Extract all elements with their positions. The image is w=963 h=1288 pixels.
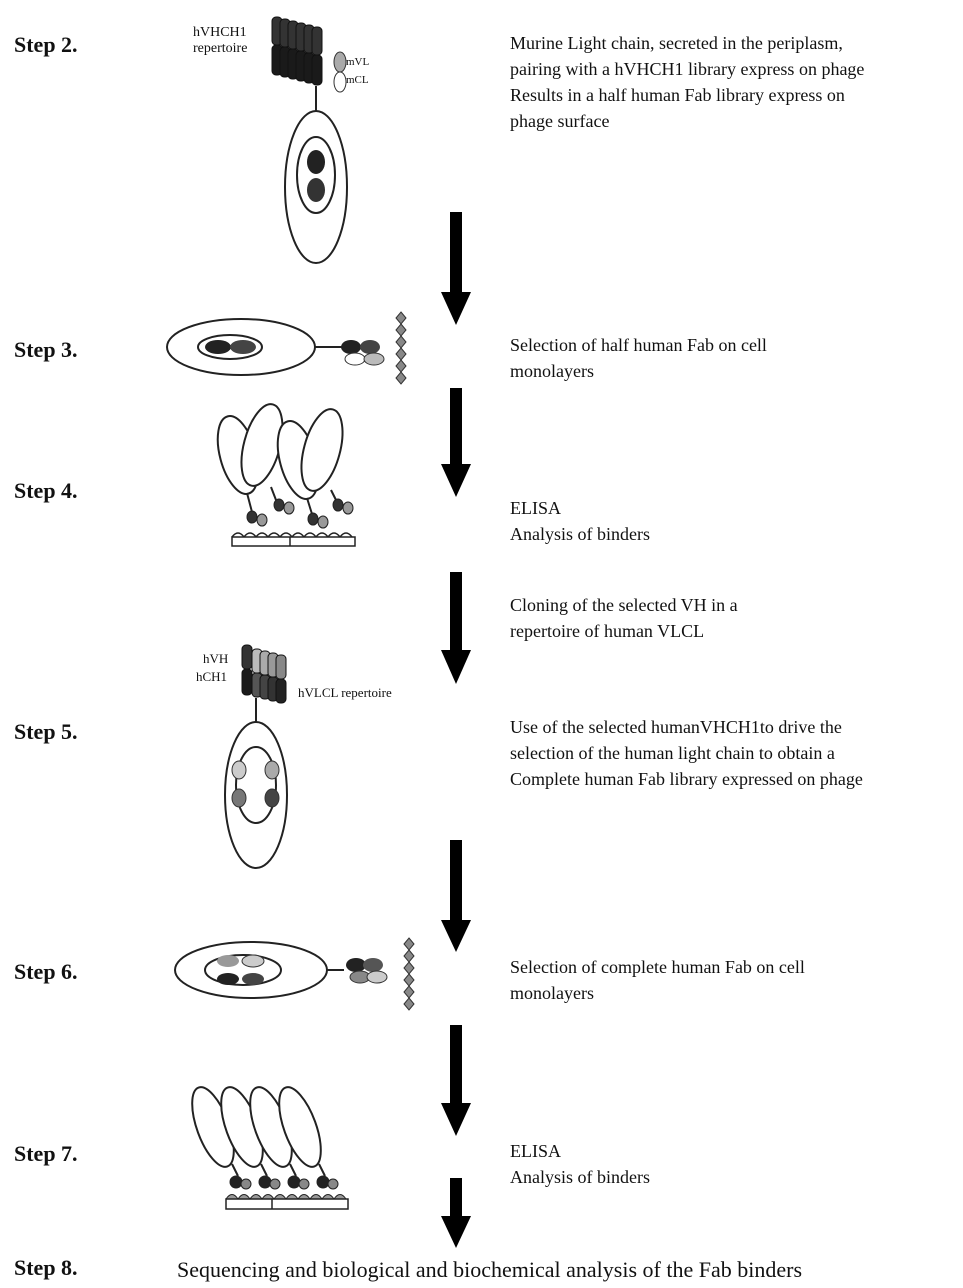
- down-arrow-5: [441, 1025, 471, 1136]
- step-6-phage-icon: [175, 938, 414, 1010]
- down-arrow-6: [441, 1178, 471, 1248]
- step-3-phage-icon: [167, 312, 406, 384]
- step-2-phage-icon: [272, 17, 347, 263]
- down-arrow-4: [441, 840, 471, 952]
- down-arrow-2: [441, 388, 471, 497]
- down-arrow-1: [441, 212, 471, 325]
- step-4-elisa-icon: [210, 400, 355, 546]
- down-arrow-3: [441, 572, 471, 684]
- step-7-elisa-icon: [184, 1082, 348, 1209]
- step-5-phage-icon: [225, 645, 287, 868]
